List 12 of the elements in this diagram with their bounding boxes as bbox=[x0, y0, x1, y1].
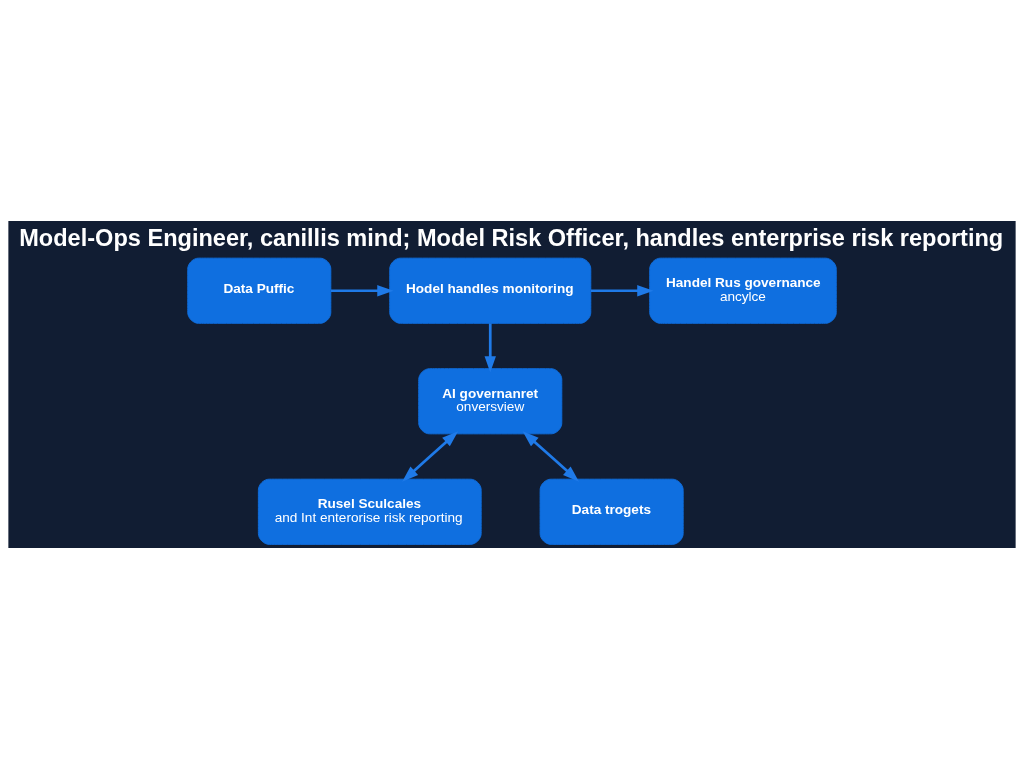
node-box: AI governanret onversview bbox=[418, 367, 563, 434]
diagram-title: Model-Ops Engineer, canillis mind; Model Risk Officer, handles enterprise risk reporting bbox=[19, 224, 1004, 251]
node-box: Data trogets bbox=[539, 478, 684, 545]
node-box: Handel Rus governance ancylce bbox=[649, 257, 837, 324]
node-box: Data Puffic bbox=[187, 257, 332, 324]
arrow bbox=[590, 284, 654, 296]
node-box: Hodel handles monitoring bbox=[389, 257, 592, 324]
arrow bbox=[331, 284, 394, 296]
arrow bbox=[402, 430, 459, 482]
arrow bbox=[484, 322, 496, 372]
arrow bbox=[522, 430, 579, 482]
node-box: Rusel Sculcales and Int enterorise risk reporting bbox=[257, 478, 482, 545]
